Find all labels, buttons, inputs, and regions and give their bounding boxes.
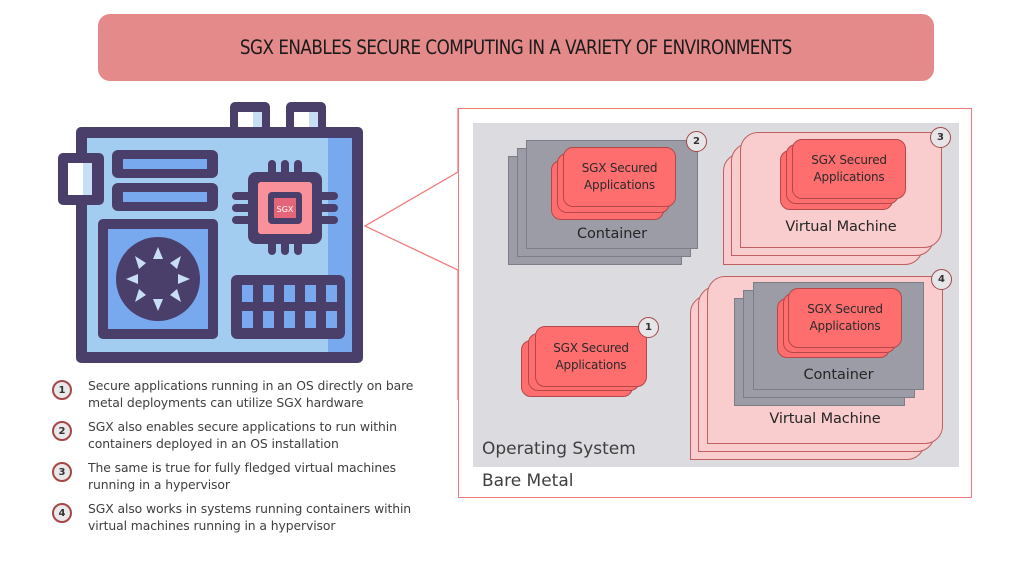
container-label: Container (803, 367, 874, 383)
number-badge: 4 (52, 503, 72, 523)
title-banner: SGX ENABLES SECURE COMPUTING IN A VARIET… (98, 14, 934, 81)
motherboard-icon: SGX (58, 102, 363, 363)
operating-system-label: Operating System (482, 439, 636, 459)
scenario-badge: 4 (931, 269, 952, 290)
legend: 1 Secure applications running in an OS d… (52, 377, 442, 541)
legend-item: 3 The same is true for fully fledged vir… (52, 459, 442, 493)
legend-item: 1 Secure applications running in an OS d… (52, 377, 442, 411)
legend-text: The same is true for fully fledged virtu… (88, 460, 396, 492)
scenario-badge: 1 (638, 317, 659, 338)
chip-label: SGX (277, 205, 294, 214)
scenario-badge: 2 (686, 131, 707, 152)
sgx-chip-icon: SGX (232, 160, 338, 255)
vm-label: Virtual Machine (785, 219, 897, 235)
vm-label: Virtual Machine (769, 411, 881, 427)
legend-text: SGX also enables secure applications to … (88, 419, 397, 451)
callout-connector (363, 108, 459, 400)
bare-metal-frame (458, 108, 972, 498)
number-badge: 1 (52, 380, 72, 400)
number-badge: 3 (52, 462, 72, 482)
fan-blades (126, 247, 190, 311)
bare-metal-label: Bare Metal (482, 471, 574, 491)
legend-item: 4 SGX also works in systems running cont… (52, 500, 442, 534)
legend-text: Secure applications running in an OS dir… (88, 378, 414, 410)
scenario-badge: 3 (930, 127, 951, 148)
legend-item: 2 SGX also enables secure applications t… (52, 418, 442, 452)
number-badge: 2 (52, 421, 72, 441)
legend-text: SGX also works in systems running contai… (88, 501, 412, 533)
page-title: SGX ENABLES SECURE COMPUTING IN A VARIET… (240, 36, 792, 59)
container-label: Container (577, 226, 647, 242)
